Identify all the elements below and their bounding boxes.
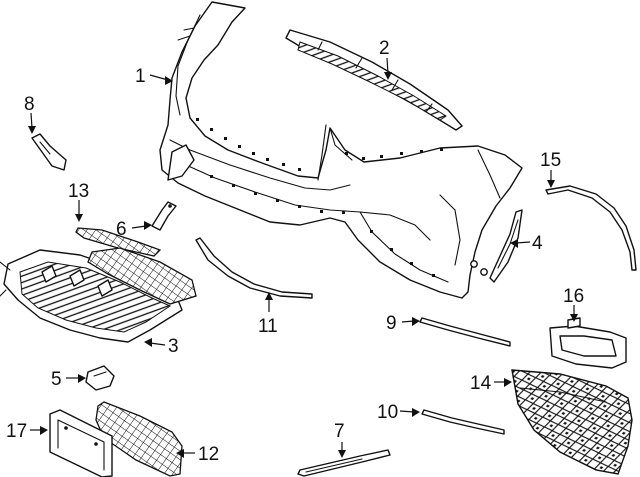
callout-7: 7 [334,421,345,442]
callout-13: 13 [68,181,89,202]
center-mesh-panel [87,247,197,305]
callout-labels: 1 2 3 4 5 6 7 8 9 10 11 12 13 14 15 16 1… [6,38,584,465]
wheel-arch-trim [545,185,637,271]
callout-14: 14 [470,373,492,394]
callout-9: 9 [386,313,397,334]
callout-1: 1 [135,66,146,87]
callout-16: 16 [563,286,584,307]
upper-bracket [31,133,67,171]
callout-11: 11 [258,316,278,337]
callout-6: 6 [116,219,127,240]
callout-10: 10 [377,402,398,423]
callout-15: 15 [540,150,561,171]
lower-grille-carrier [0,249,183,343]
callout-5: 5 [51,369,62,390]
license-plate-bracket [49,409,113,477]
side-trim-right [489,209,523,283]
callout-17: 17 [6,421,27,442]
center-grille [75,227,162,257]
callout-12: 12 [198,444,219,465]
callout-4: 4 [532,233,543,254]
chrome-molding-lower [421,409,505,435]
mounting-bracket [151,201,177,231]
small-cover [85,365,115,391]
callout-2: 2 [379,38,390,59]
fog-lamp-bezel [549,317,627,369]
leader-lines [28,57,578,458]
callout-3: 3 [168,336,179,357]
bumper-cover [159,1,523,299]
lower-trim-strip [297,449,391,477]
callout-8: 8 [24,94,35,115]
lower-molding-left [195,237,313,299]
upper-grille-insert [285,29,463,131]
chrome-molding-upper [419,317,511,347]
side-mesh-grille [511,369,633,475]
